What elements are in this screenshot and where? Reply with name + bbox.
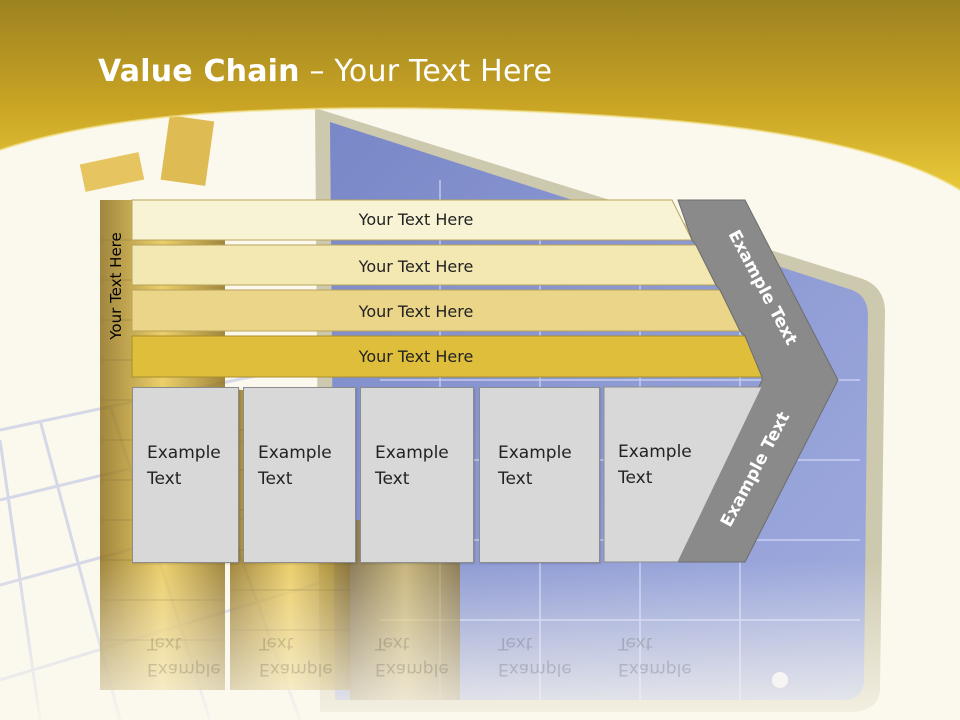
activity-box-5-line1: Example	[618, 442, 692, 462]
activity-box-1-line1: Example	[147, 443, 221, 463]
activity-box-1-line2: Text	[147, 469, 182, 489]
row-label-4: Your Text Here	[358, 347, 474, 366]
activity-box-5-shape	[603, 386, 763, 563]
activity-box-4-line1: Example	[498, 443, 572, 463]
activity-box-5-line2: Text	[618, 468, 653, 488]
activity-box-3-line1: Example	[375, 443, 449, 463]
row-label-2: Your Text Here	[358, 257, 474, 276]
activity-box-3-line2: Text	[375, 469, 410, 489]
title-bold: Value Chain	[98, 54, 300, 89]
page-title: Value Chain – Your Text Here	[98, 54, 552, 89]
chevron-arrow	[677, 199, 839, 563]
activity-box-2-line2: Text	[258, 469, 293, 489]
title-rest: – Your Text Here	[299, 54, 553, 89]
activity-box-2-line1: Example	[258, 443, 332, 463]
row-label-1: Your Text Here	[358, 210, 474, 229]
row-label-3: Your Text Here	[358, 302, 474, 321]
activity-box-4-line2: Text	[498, 469, 533, 489]
